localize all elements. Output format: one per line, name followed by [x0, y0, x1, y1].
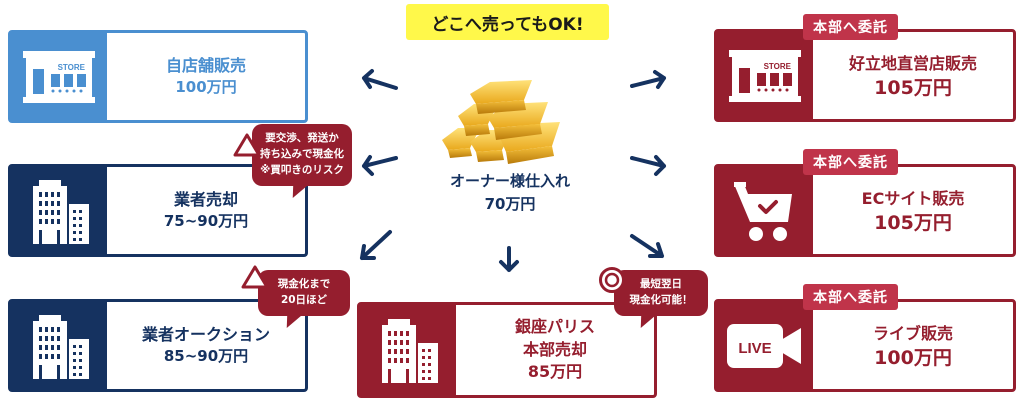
card-name: 業者売却: [173, 190, 238, 210]
card-price: 85~90万円: [163, 347, 249, 366]
owner-purchase-price: 70万円: [484, 194, 536, 213]
card-icon-pane: STORE: [717, 32, 813, 119]
card-text-pane: 銀座パリス 本部売却 85万円: [456, 305, 654, 395]
card-name: ライブ販売: [872, 324, 953, 344]
card-prime-location-store: 本部へ委託 STORE 好立地直営店販売 105万円: [714, 14, 1016, 122]
live-camera-icon: LIVE: [727, 323, 801, 368]
card-text-pane: ライブ販売 100万円: [813, 302, 1013, 389]
card-icon-pane: [717, 167, 813, 254]
card-name: 好立地直営店販売: [848, 54, 977, 74]
consignment-tag: 本部へ委託: [803, 14, 898, 40]
double-circle-icon: [599, 267, 625, 293]
card-icon-pane: [11, 167, 107, 254]
gold-bars-icon: [442, 80, 560, 164]
card-live-sale: 本部へ委託 LIVE ライブ販売 100万円: [714, 284, 1016, 392]
owner-purchase-title: オーナー様仕入れ: [449, 172, 570, 190]
bubble-line: 最短翌日: [640, 278, 682, 291]
card-name-line2: 本部売却: [522, 339, 587, 359]
bubble-line: 現金化可能！: [629, 294, 693, 306]
arrow-to-ec-site: [630, 155, 666, 176]
bubble-line: 要交渉、発送か: [265, 132, 339, 145]
warning-triangle-icon: [241, 265, 269, 289]
headline-banner: どこへ売ってもOK!: [406, 4, 609, 40]
live-icon-text: LIVE: [738, 340, 771, 357]
building-icon: [33, 179, 89, 244]
card-name: 業者オークション: [141, 325, 270, 345]
building-icon: [33, 314, 89, 379]
card-hq-sale: 銀座パリス 本部売却 85万円: [357, 302, 657, 398]
store-sign-text: STORE: [764, 62, 792, 71]
card-price: 100万円: [175, 78, 237, 97]
card-icon-pane: [11, 302, 107, 389]
arrow-to-dealer-auction: [360, 230, 392, 260]
card-text-pane: 好立地直営店販売 105万円: [813, 32, 1013, 119]
note-bubble-dealer-sale: 要交渉、発送か 持ち込みで現金化 ※買叩きのリスク: [252, 124, 352, 198]
store-icon: STORE: [729, 49, 801, 102]
card-price: 85万円: [527, 362, 583, 382]
card-price: 75~90万円: [163, 212, 249, 231]
owner-purchase-label: オーナー様仕入れ 70万円: [420, 170, 600, 215]
consignment-tag: 本部へ委託: [803, 284, 898, 310]
shopping-cart-icon: [734, 181, 792, 241]
card-dealer-auction: 業者オークション 85~90万円: [8, 299, 308, 392]
arrow-to-own-store: [362, 69, 398, 90]
bubble-line: 持ち込みで現金化: [260, 148, 344, 161]
card-price: 100万円: [874, 347, 952, 370]
arrow-to-prime-store: [630, 70, 666, 89]
card-icon-pane: LIVE: [717, 302, 813, 389]
building-icon: [382, 319, 438, 383]
note-bubble-hq-sale: 最短翌日 現金化可能！: [614, 270, 708, 328]
bubble-line: 20日ほど: [280, 294, 328, 306]
card-name: 銀座パリス: [514, 317, 595, 337]
bubble-line: ※買叩きのリスク: [260, 163, 344, 176]
arrow-to-live-sale: [630, 234, 664, 258]
card-text-pane: ECサイト販売 105万円: [813, 167, 1013, 254]
card-name: 自店舗販売: [165, 56, 246, 76]
note-bubble-auction: 現金化まで 20日ほど: [258, 270, 350, 328]
card-text-pane: 自店舗販売 100万円: [107, 33, 305, 120]
arrow-to-hq-sale: [499, 246, 519, 272]
card-text-pane: 業者売却 75~90万円: [107, 167, 305, 254]
card-ec-site: 本部へ委託 ECサイト販売 105万円: [714, 149, 1016, 257]
consignment-tag: 本部へ委託: [803, 149, 898, 175]
card-icon-pane: STORE: [11, 33, 107, 120]
card-price: 105万円: [874, 77, 952, 100]
bubble-line: 現金化まで: [277, 278, 331, 291]
warning-triangle-icon: [233, 133, 261, 157]
card-own-store-sale: STORE 自店舗販売 100万円: [8, 30, 308, 123]
card-price: 105万円: [874, 212, 952, 235]
headline-text: どこへ売ってもOK!: [431, 14, 584, 35]
store-icon: STORE: [23, 50, 95, 103]
store-sign-text: STORE: [58, 63, 86, 72]
arrow-to-dealer-sale: [362, 155, 398, 176]
card-name: ECサイト販売: [861, 189, 965, 209]
card-text-pane: 業者オークション 85~90万円: [107, 302, 305, 389]
card-icon-pane: [360, 305, 456, 395]
